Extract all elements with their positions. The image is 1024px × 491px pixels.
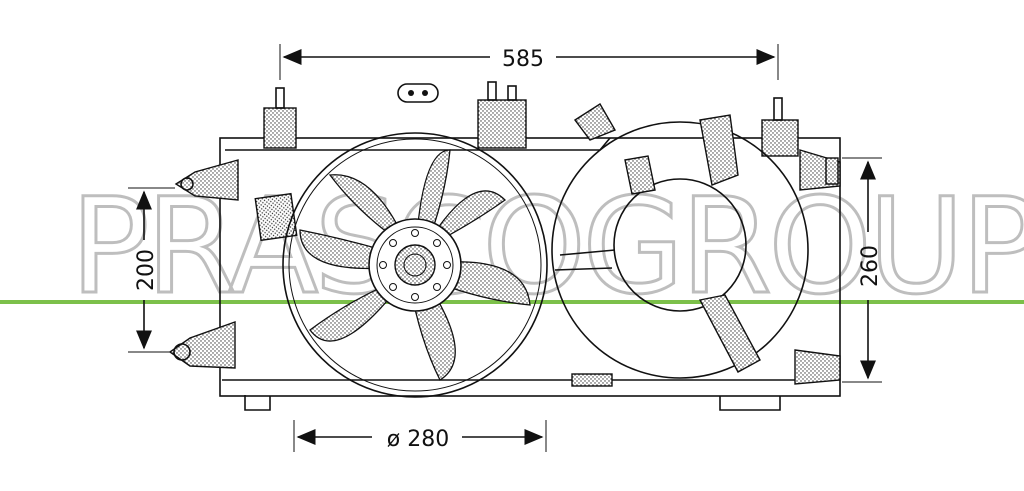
- fan-diameter-label: ø 280: [387, 427, 449, 452]
- left-height-label: 200: [134, 249, 159, 291]
- dimension-width: 585: [279, 44, 779, 80]
- right-fan-shroud: [551, 103, 809, 379]
- shroud-frame: [168, 81, 841, 411]
- left-fan: [282, 132, 548, 398]
- dimension-right-height: 260: [842, 157, 883, 383]
- width-dimension-label: 585: [502, 47, 544, 72]
- right-height-label: 260: [858, 245, 883, 287]
- dimension-left-height: 200: [128, 187, 175, 353]
- dimension-fan-diameter: ø 280: [293, 420, 547, 452]
